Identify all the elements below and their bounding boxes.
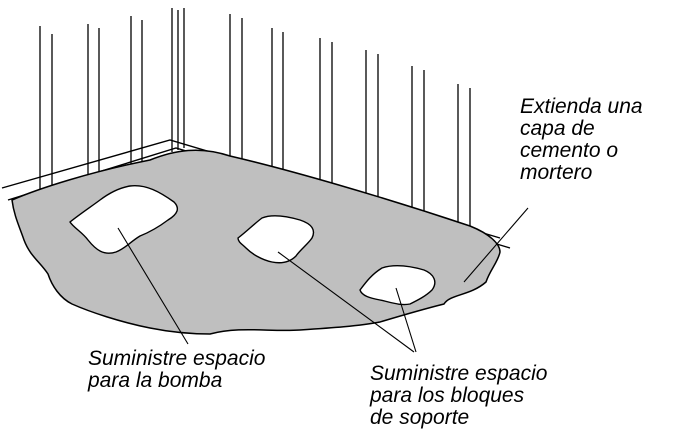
block-opening-1	[237, 215, 315, 264]
mortar-label-line: mortero	[520, 161, 593, 184]
blocks-label: Suministre espacio para los bloques de s…	[370, 363, 547, 429]
pump-label: Suministre espacio para la bomba	[88, 348, 265, 392]
mortar-label-line: cemento o	[520, 139, 619, 162]
wall-studs	[39, 8, 471, 230]
mortar-label-line: Extienda una	[520, 95, 643, 118]
mortar-label: Extienda una capa de cemento o mortero	[520, 96, 643, 184]
mortar-label-line: capa de	[520, 117, 595, 140]
pump-label-line: Suministre espacio	[88, 347, 266, 370]
blocks-label-line: de soporte	[370, 406, 470, 429]
pump-opening	[69, 185, 179, 254]
blocks-label-line: para los bloques	[370, 384, 525, 407]
leader-lines	[117, 207, 529, 353]
blocks-label-line: Suministre espacio	[370, 362, 548, 385]
block-opening-2	[359, 265, 436, 306]
pump-label-line: para la bomba	[88, 369, 223, 392]
